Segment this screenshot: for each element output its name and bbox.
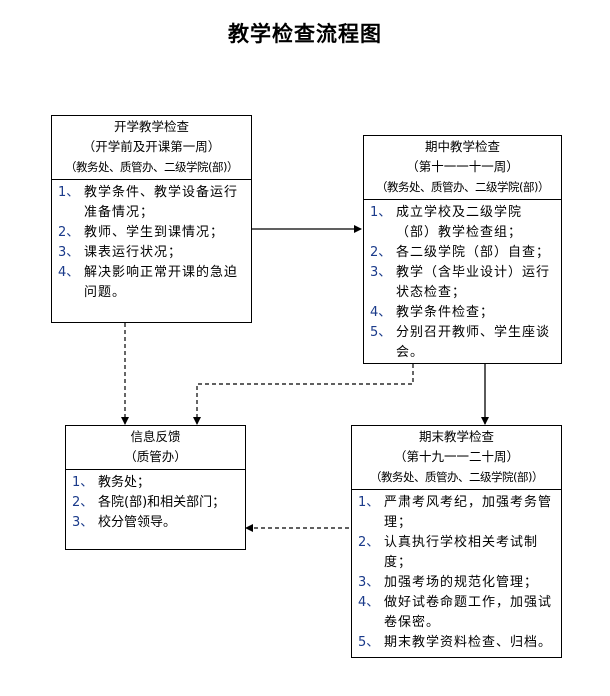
final-check-period: （第十九一一二十周） — [393, 449, 519, 464]
item-text: 成立学校及二级学院（部）教学检查组； — [396, 205, 523, 240]
feedback-items: 1、教务处； 2、各院(部)和相关部门； 3、校分管领导。 — [66, 470, 245, 533]
item-number: 2、 — [358, 535, 380, 550]
item-text: 校分管领导。 — [98, 515, 177, 530]
item-number: 4、 — [58, 265, 80, 280]
item-text: 各二级学院（部）自查； — [396, 245, 551, 260]
final-check-org: （教务处、质管办、二级学院(部)） — [370, 470, 543, 484]
list-item: 1、严肃考风考纪，加强考务管理； — [358, 493, 557, 533]
item-number: 5、 — [370, 325, 392, 340]
feedback-box: 信息反馈 （质管办） 1、教务处； 2、各院(部)和相关部门； 3、校分管领导。 — [65, 425, 246, 550]
diagram-title: 教学检查流程图 — [228, 21, 382, 46]
item-text: 期末教学资料检查、归档。 — [384, 635, 553, 650]
midterm-check-title: 期中教学检查 — [424, 139, 500, 154]
item-number: 5、 — [358, 635, 380, 650]
feedback-title: 信息反馈 — [130, 429, 181, 444]
item-number: 1、 — [72, 475, 94, 490]
item-number: 1、 — [358, 495, 380, 510]
list-item: 3、课表运行状况； — [58, 243, 247, 263]
list-item: 5、期末教学资料检查、归档。 — [358, 633, 557, 653]
item-number: 3、 — [58, 245, 80, 260]
item-text: 严肃考风考纪，加强考务管理； — [384, 495, 553, 530]
item-number: 4、 — [358, 595, 380, 610]
item-text: 加强考场的规范化管理； — [384, 575, 539, 590]
opening-check-org: （教务处、质管办、二级学院(部)） — [65, 160, 238, 174]
final-check-items: 1、严肃考风考纪，加强考务管理； 2、认真执行学校相关考试制度； 3、加强考场的… — [352, 490, 561, 653]
list-item: 2、各二级学院（部）自查； — [370, 243, 557, 263]
list-item: 4、解决影响正常开课的急迫问题。 — [58, 263, 247, 303]
item-text: 各院(部)和相关部门； — [98, 495, 226, 510]
list-item: 5、分别召开教师、学生座谈会。 — [370, 323, 557, 363]
list-item: 3、教学（含毕业设计）运行状态检查； — [370, 263, 557, 303]
opening-check-items: 1、教学条件、教学设备运行准备情况； 2、教师、学生到课情况； 3、课表运行状况… — [52, 180, 251, 303]
midterm-check-org: （教务处、质管办、二级学院(部)） — [376, 180, 549, 194]
opening-check-box: 开学教学检查 （开学前及开课第一周） （教务处、质管办、二级学院(部)） 1、教… — [51, 115, 252, 323]
midterm-check-header: 期中教学检查 （第十一一十一周） （教务处、质管办、二级学院(部)） — [364, 136, 561, 200]
midterm-check-items: 1、成立学校及二级学院（部）教学检查组； 2、各二级学院（部）自查； 3、教学（… — [364, 200, 561, 363]
final-check-title: 期末教学检查 — [418, 429, 494, 444]
item-number: 2、 — [58, 225, 80, 240]
item-text: 做好试卷命题工作，加强试卷保密。 — [384, 595, 553, 630]
list-item: 1、成立学校及二级学院（部）教学检查组； — [370, 203, 557, 243]
midterm-check-box: 期中教学检查 （第十一一十一周） （教务处、质管办、二级学院(部)） 1、成立学… — [363, 135, 562, 364]
item-number: 1、 — [370, 205, 392, 220]
list-item: 4、做好试卷命题工作，加强试卷保密。 — [358, 593, 557, 633]
list-item: 3、校分管领导。 — [72, 513, 241, 533]
item-number: 3、 — [358, 575, 380, 590]
list-item: 2、认真执行学校相关考试制度； — [358, 533, 557, 573]
feedback-org: （质管办） — [124, 449, 187, 464]
item-number: 2、 — [72, 495, 94, 510]
item-text: 认真执行学校相关考试制度； — [384, 535, 539, 570]
item-text: 教学（含毕业设计）运行状态检查； — [396, 265, 551, 300]
feedback-header: 信息反馈 （质管办） — [66, 426, 245, 470]
list-item: 3、加强考场的规范化管理； — [358, 573, 557, 593]
item-text: 教学条件检查； — [396, 305, 495, 320]
list-item: 2、教师、学生到课情况； — [58, 223, 247, 243]
final-check-box: 期末教学检查 （第十九一一二十周） （教务处、质管办、二级学院(部)） 1、严肃… — [351, 425, 562, 658]
opening-check-header: 开学教学检查 （开学前及开课第一周） （教务处、质管办、二级学院(部)） — [52, 116, 251, 180]
list-item: 2、各院(部)和相关部门； — [72, 493, 241, 513]
item-text: 教学条件、教学设备运行准备情况； — [84, 185, 239, 220]
list-item: 1、教务处； — [72, 473, 241, 493]
opening-check-title: 开学教学检查 — [113, 119, 189, 134]
item-number: 3、 — [370, 265, 392, 280]
item-number: 4、 — [370, 305, 392, 320]
opening-check-period: （开学前及开课第一周） — [82, 139, 221, 154]
list-item: 1、教学条件、教学设备运行准备情况； — [58, 183, 247, 223]
item-text: 课表运行状况； — [84, 245, 183, 260]
final-check-header: 期末教学检查 （第十九一一二十周） （教务处、质管办、二级学院(部)） — [352, 426, 561, 490]
list-item: 4、教学条件检查； — [370, 303, 557, 323]
item-number: 3、 — [72, 515, 94, 530]
item-text: 教师、学生到课情况； — [84, 225, 225, 240]
item-text: 分别召开教师、学生座谈会。 — [396, 325, 551, 360]
item-number: 1、 — [58, 185, 80, 200]
item-text: 教务处； — [98, 475, 151, 490]
item-number: 2、 — [370, 245, 392, 260]
arrow-midterm-to-feedback — [193, 364, 414, 425]
midterm-check-period: （第十一一十一周） — [406, 159, 519, 174]
item-text: 解决影响正常开课的急迫问题。 — [84, 265, 239, 300]
